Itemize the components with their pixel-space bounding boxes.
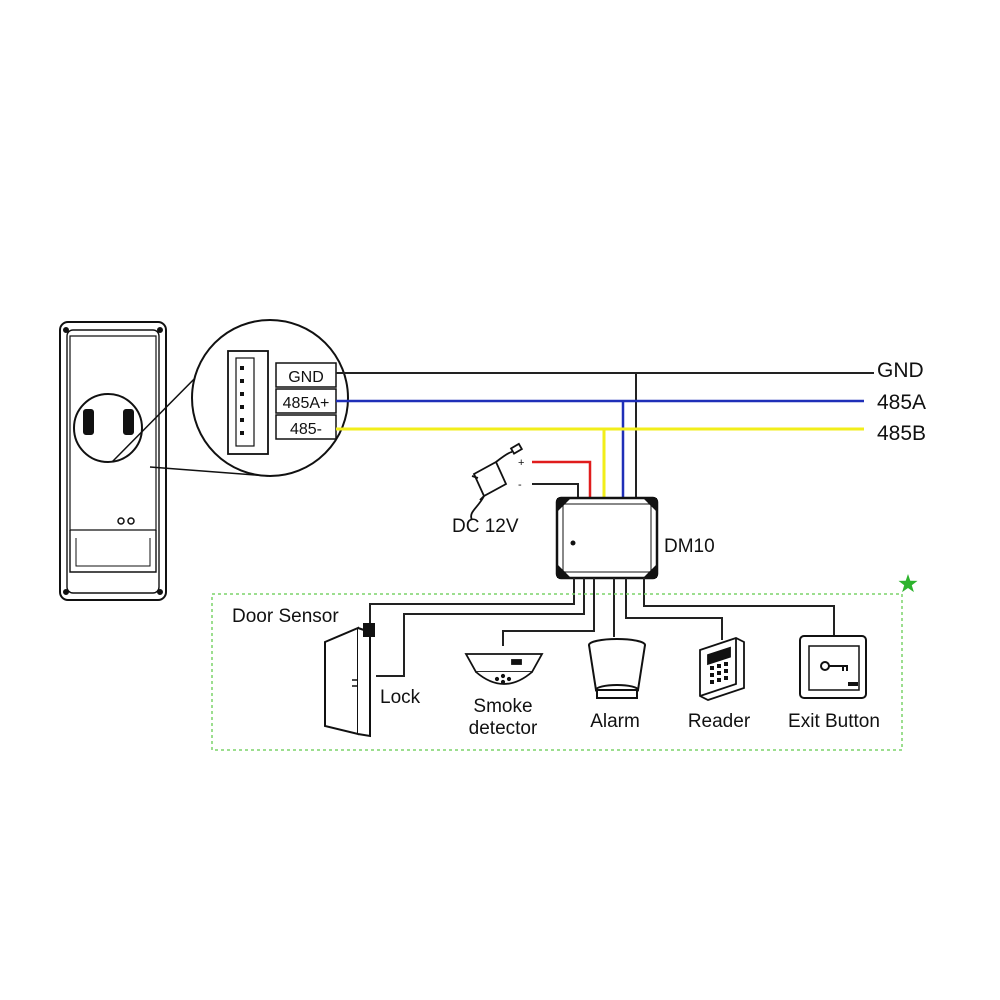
bus-label-485b: 485B — [877, 422, 926, 445]
exit-button-label: Exit Button — [788, 711, 880, 732]
terminal-label-485b: 485- — [290, 421, 322, 438]
module-label: DM10 — [664, 536, 715, 557]
smoke-label-line2: detector — [469, 718, 538, 739]
optional-devices-box — [211, 593, 903, 751]
keypad-reader-icon — [699, 637, 745, 701]
bus-wire-gnd — [336, 372, 874, 500]
power-plus-label: + — [518, 457, 524, 469]
lock-label: Lock — [380, 687, 421, 708]
power-label: DC 12V — [452, 516, 519, 537]
terminal-label-485a: 485A+ — [283, 395, 330, 412]
bus-label-485a: 485A — [877, 391, 926, 414]
bus-label-gnd: GND — [877, 359, 924, 382]
alarm-siren-icon — [588, 638, 646, 699]
reader-label: Reader — [688, 711, 751, 732]
door-icon — [324, 623, 375, 738]
bus-wire-485a — [336, 399, 864, 500]
device-wires — [369, 578, 835, 677]
terminal-label-gnd: GND — [288, 369, 324, 386]
device-front-icon — [59, 321, 167, 601]
zoom-circle — [191, 319, 349, 477]
door-sensor-label: Door Sensor — [232, 606, 339, 627]
power-adapter-icon — [470, 442, 524, 521]
power-minus-label: - — [518, 479, 522, 491]
power-wires — [532, 460, 592, 500]
star-icon — [898, 574, 918, 593]
dm10-module-icon — [555, 496, 659, 580]
alarm-label: Alarm — [590, 711, 640, 732]
bus-wire-485b — [336, 427, 864, 500]
exit-button-icon — [799, 635, 867, 699]
smoke-detector-icon — [464, 653, 544, 685]
smoke-label-line1: Smoke — [473, 696, 532, 717]
